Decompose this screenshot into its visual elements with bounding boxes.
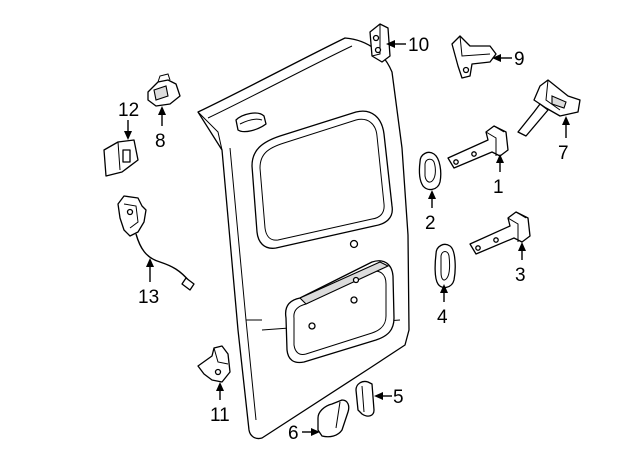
part-8-stopper xyxy=(147,73,181,107)
part-6-trim-cover xyxy=(317,399,350,438)
part-5-bracket xyxy=(355,380,375,417)
callout-6: 6 xyxy=(288,423,299,444)
callout-13: 13 xyxy=(138,287,159,308)
part-9-link-bracket xyxy=(451,35,497,79)
callout-9: 9 xyxy=(514,49,525,70)
callout-11: 11 xyxy=(210,405,230,426)
callout-12: 12 xyxy=(118,100,139,121)
callout-1: 1 xyxy=(493,177,504,198)
part-3-lower-hinge xyxy=(469,211,531,255)
part-10-bracket xyxy=(369,23,391,63)
part-7-hinge-arm xyxy=(517,79,581,137)
leader-lines xyxy=(124,40,570,436)
callout-10: 10 xyxy=(408,35,429,56)
part-12-latch-plate xyxy=(103,139,139,177)
part-1-upper-hinge xyxy=(447,125,509,169)
callout-7: 7 xyxy=(558,143,569,164)
callout-labels: 1 2 3 4 5 6 7 8 9 10 11 12 13 xyxy=(118,35,569,444)
callout-8: 8 xyxy=(155,131,166,152)
part-13-lock-actuator xyxy=(117,195,195,291)
part-2-bumper xyxy=(418,151,442,191)
rear-door-panel xyxy=(197,37,410,440)
callout-4: 4 xyxy=(437,307,448,328)
callout-5: 5 xyxy=(393,387,404,408)
part-11-striker xyxy=(197,345,231,383)
callout-2: 2 xyxy=(425,213,436,234)
callout-3: 3 xyxy=(515,265,526,286)
part-4-bumper xyxy=(434,243,456,289)
